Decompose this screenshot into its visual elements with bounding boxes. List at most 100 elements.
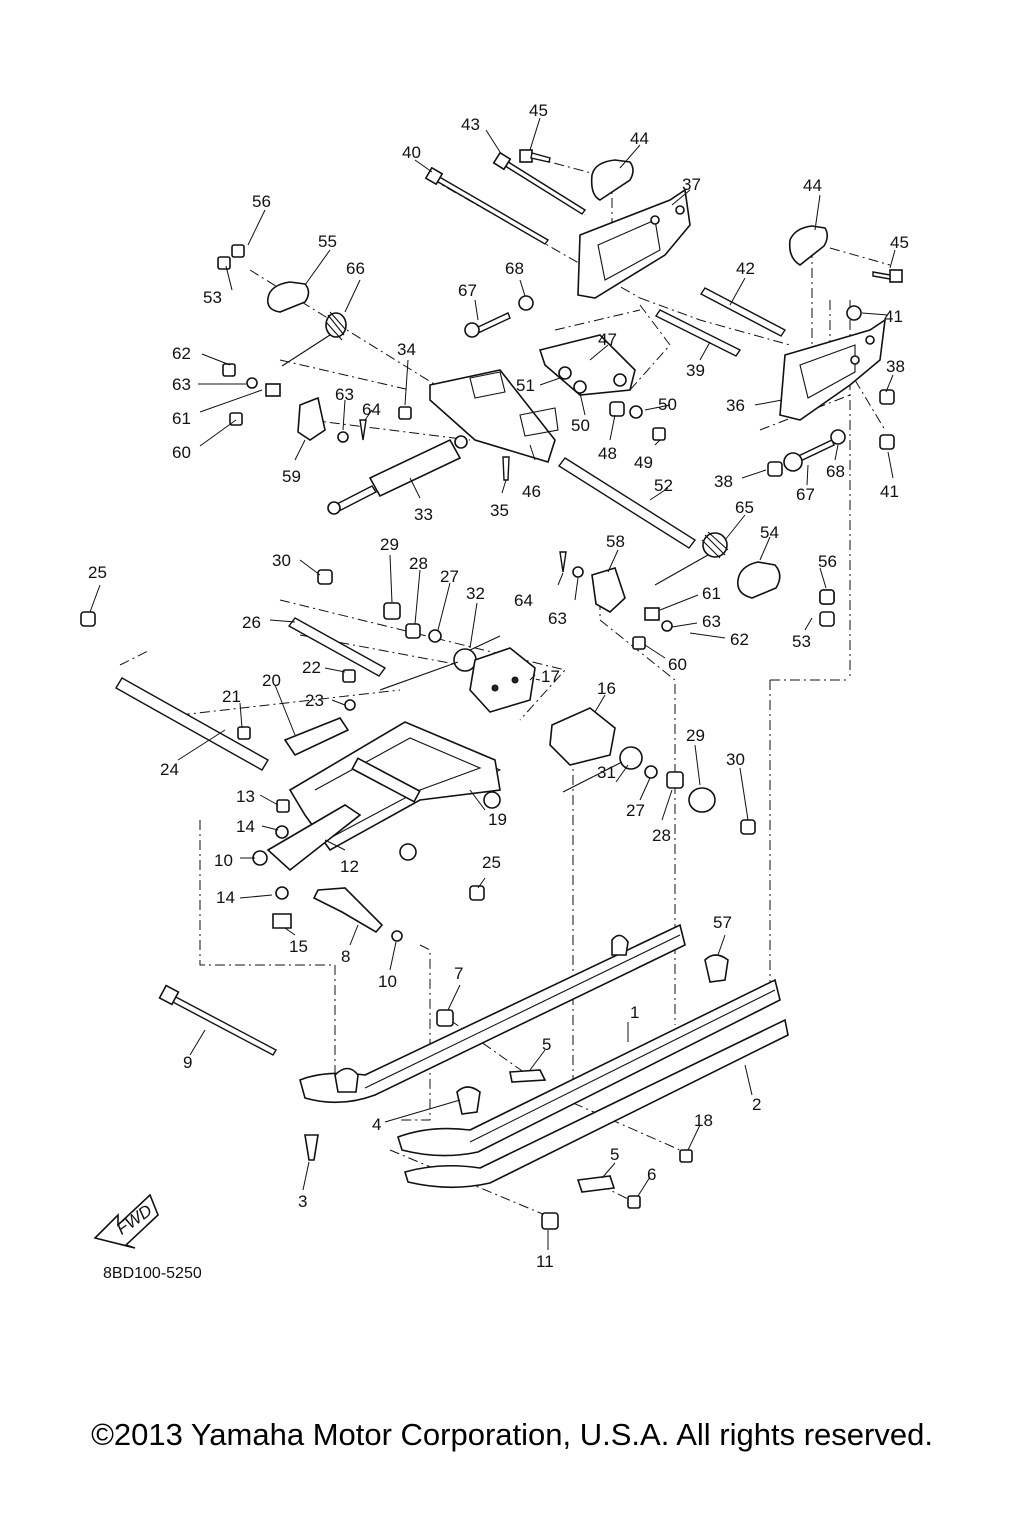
callout-30: 30	[726, 750, 745, 769]
callout-62: 62	[730, 630, 749, 649]
callout-63: 63	[702, 612, 721, 631]
callout-44: 44	[630, 129, 649, 148]
callout-63: 63	[335, 385, 354, 404]
callout-27: 27	[626, 801, 645, 820]
callout-29: 29	[380, 535, 399, 554]
callout-64: 64	[362, 400, 381, 419]
callout-15: 15	[289, 937, 308, 956]
callout-16: 16	[597, 679, 616, 698]
callout-63: 63	[172, 375, 191, 394]
callout-1: 1	[630, 1003, 639, 1022]
callout-33: 33	[414, 505, 433, 524]
callout-36: 36	[726, 396, 745, 415]
callout-35: 35	[490, 501, 509, 520]
callout-21: 21	[222, 687, 241, 706]
callout-14: 14	[236, 817, 255, 836]
callout-25: 25	[482, 853, 501, 872]
callout-22: 22	[302, 658, 321, 677]
callout-67: 67	[458, 281, 477, 300]
callout-19: 19	[488, 810, 507, 829]
callout-61: 61	[702, 584, 721, 603]
callout-5: 5	[542, 1035, 551, 1054]
callout-54: 54	[760, 523, 779, 542]
callout-39: 39	[686, 361, 705, 380]
callout-58: 58	[606, 532, 625, 551]
callout-47: 47	[598, 330, 617, 349]
callout-56: 56	[818, 552, 837, 571]
drawing-code: 8BD100-5250	[103, 1265, 202, 1282]
callout-13: 13	[236, 787, 255, 806]
callout-40: 40	[402, 143, 421, 162]
callout-48: 48	[598, 444, 617, 463]
callout-68: 68	[505, 259, 524, 278]
callout-38: 38	[886, 357, 905, 376]
callout-68: 68	[826, 462, 845, 481]
callout-64: 64	[514, 591, 533, 610]
callout-23: 23	[305, 691, 324, 710]
callout-4: 4	[372, 1115, 381, 1134]
callout-53: 53	[203, 288, 222, 307]
callout-43: 43	[461, 115, 480, 134]
callout-57: 57	[713, 913, 732, 932]
callout-28: 28	[409, 554, 428, 573]
callout-38: 38	[714, 472, 733, 491]
callout-45: 45	[890, 233, 909, 252]
callout-2: 2	[752, 1095, 761, 1114]
fwd-arrow-icon: FWD	[93, 1193, 159, 1249]
callout-30: 30	[272, 551, 291, 570]
callout-18: 18	[694, 1111, 713, 1130]
callout-20: 20	[262, 671, 281, 690]
callout-41: 41	[884, 307, 903, 326]
callout-28: 28	[652, 826, 671, 845]
callout-60: 60	[668, 655, 687, 674]
callout-32: 32	[466, 584, 485, 603]
callout-7: 7	[454, 964, 463, 983]
callout-25: 25	[88, 563, 107, 582]
callout-31: 31	[597, 763, 616, 782]
callout-14: 14	[216, 888, 235, 907]
callout-27: 27	[440, 567, 459, 586]
callout-52: 52	[654, 476, 673, 495]
callout-9: 9	[183, 1053, 192, 1072]
callout-6: 6	[647, 1165, 656, 1184]
callout-63: 63	[548, 609, 567, 628]
callout-3: 3	[298, 1192, 307, 1211]
callout-55: 55	[318, 232, 337, 251]
callout-5: 5	[610, 1145, 619, 1164]
copyright-notice: ©2013 Yamaha Motor Corporation, U.S.A. A…	[91, 1417, 933, 1452]
leader-lines	[89, 117, 896, 1250]
callout-56: 56	[252, 192, 271, 211]
callout-10: 10	[214, 851, 233, 870]
rail-assembly	[299, 923, 789, 1189]
callout-10: 10	[378, 972, 397, 991]
callout-53: 53	[792, 632, 811, 651]
callout-42: 42	[736, 259, 755, 278]
callout-45: 45	[529, 101, 548, 120]
brackets-and-hardware	[80, 159, 895, 1230]
callout-46: 46	[522, 482, 541, 501]
callout-66: 66	[346, 259, 365, 278]
callout-24: 24	[160, 760, 179, 779]
callout-44: 44	[803, 176, 822, 195]
callout-50: 50	[571, 416, 590, 435]
callout-60: 60	[172, 443, 191, 462]
callout-37: 37	[682, 175, 701, 194]
callout-50: 50	[658, 395, 677, 414]
callout-12: 12	[340, 857, 359, 876]
callout-29: 29	[686, 726, 705, 745]
callout-65: 65	[735, 498, 754, 517]
shafts-and-bolts	[115, 149, 903, 1056]
callout-67: 67	[796, 485, 815, 504]
callout-41: 41	[880, 482, 899, 501]
callout-59: 59	[282, 467, 301, 486]
callout-17: 17	[541, 667, 560, 686]
callout-51: 51	[516, 376, 535, 395]
callout-26: 26	[242, 613, 261, 632]
callouts: 1 2 3 4 5 5 6 7 8 9 10 10 11 12 13 14 14…	[88, 101, 909, 1271]
callout-61: 61	[172, 409, 191, 428]
callout-62: 62	[172, 344, 191, 363]
callout-34: 34	[397, 340, 416, 359]
callout-11: 11	[536, 1252, 554, 1271]
callout-8: 8	[341, 947, 350, 966]
